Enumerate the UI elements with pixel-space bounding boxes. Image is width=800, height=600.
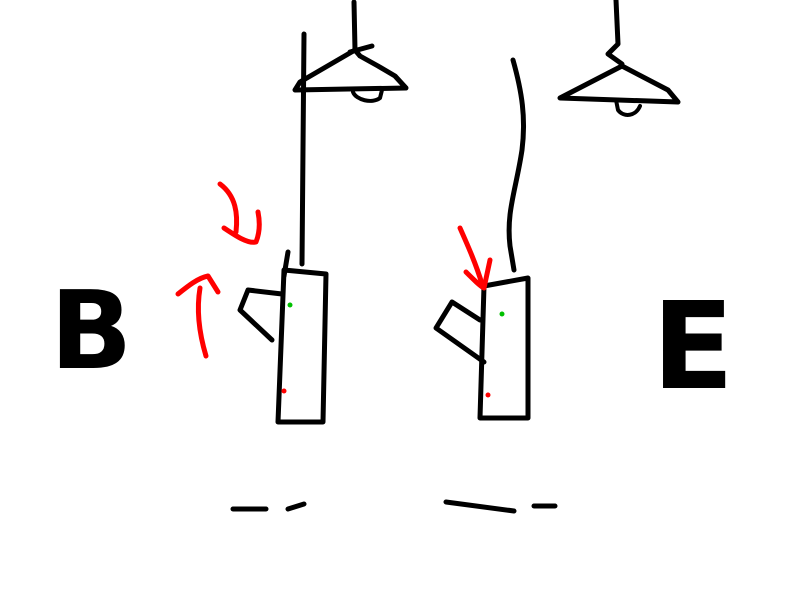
- right-floor-dash: [443, 499, 517, 514]
- label-e: E: [652, 278, 734, 417]
- right-scene: [433, 0, 681, 514]
- left-scene: [175, 0, 409, 512]
- right-green-dot-icon: [499, 311, 505, 317]
- right-box: [477, 275, 531, 421]
- left-arrow-down-icon: [217, 181, 240, 235]
- label-b: B: [50, 269, 132, 394]
- right-handle: [433, 299, 487, 365]
- right-arrow-down-icon: [457, 225, 485, 287]
- right-cord: [506, 57, 527, 273]
- left-green-dot-icon: [287, 302, 293, 308]
- right-red-dot-icon: [485, 392, 491, 398]
- left-arrow-up-icon: [195, 285, 209, 359]
- right-hanging-lamp-icon: [557, 0, 681, 117]
- left-box-top-stub: [281, 249, 291, 279]
- left-pole: [299, 31, 307, 267]
- left-hanging-lamp-icon: [292, 0, 409, 103]
- left-box: [275, 267, 329, 425]
- left-handle: [237, 287, 285, 343]
- left-floor-dash: [285, 501, 307, 512]
- left-red-dot-icon: [281, 388, 287, 394]
